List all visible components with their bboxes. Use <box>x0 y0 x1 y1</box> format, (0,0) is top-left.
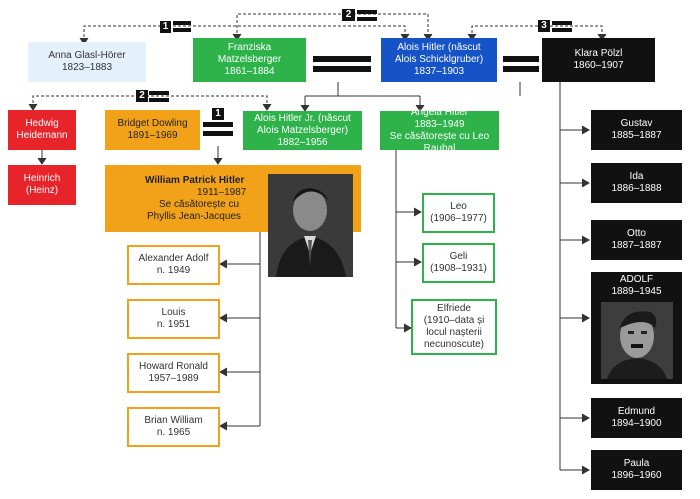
marriage-number-3: 3 <box>538 20 550 32</box>
person-gustav: Gustav 1885–1887 <box>591 110 682 150</box>
person-years: 1823–1883 <box>61 62 113 73</box>
person-name: Gustav <box>620 118 653 129</box>
person-years: 1860–1907 <box>573 60 624 71</box>
person-years: 1891–1969 <box>127 130 178 141</box>
person-name-line-2: Heidemann <box>16 130 68 141</box>
person-note-line-2: Phyllis Jean-Jacques <box>147 210 241 222</box>
person-name: Ida <box>629 171 644 182</box>
person-years: 1889–1945 <box>611 286 662 297</box>
person-years: 1861–1884 <box>224 66 275 77</box>
person-name: Anna Glasl-Hörer <box>48 50 126 61</box>
person-franziska-matzelsberger: Franziska Matzelsberger 1861–1884 <box>193 38 306 82</box>
person-name-line-2: (Heinz) <box>25 185 59 196</box>
person-note-line-1: Se căsătorește cu <box>159 198 240 210</box>
person-edmund: Edmund 1894–1900 <box>591 398 682 438</box>
person-name: Elfriede <box>437 303 471 314</box>
person-anna-glasl-horer: Anna Glasl-Hörer 1823–1883 <box>28 42 146 82</box>
person-note-line-3: necunoscute) <box>423 339 485 350</box>
person-elfriede: Elfriede (1910–data și locul nașterii ne… <box>411 299 497 355</box>
person-louis: Louis n. 1951 <box>127 299 220 339</box>
person-note-line-2: locul nașterii <box>426 327 482 338</box>
william-patrick-hitler-photo <box>268 174 353 277</box>
person-name: William Patrick Hitler <box>145 174 245 186</box>
person-name: Leo <box>450 201 467 212</box>
adolf-photo <box>601 302 673 379</box>
person-name: ADOLF <box>619 274 654 285</box>
person-ida: Ida 1886–1888 <box>591 163 682 203</box>
person-years: 1896–1960 <box>611 470 662 481</box>
person-years: 1894–1900 <box>611 418 662 429</box>
person-years: 1882–1956 <box>277 136 328 148</box>
person-name: Otto <box>627 228 646 239</box>
person-geli: Geli (1908–1931) <box>422 243 495 283</box>
person-name: Brian William <box>144 415 203 426</box>
person-paula: Paula 1896–1960 <box>591 450 682 490</box>
person-name-line-1: Alois Hitler Jr. (născut <box>254 112 351 124</box>
person-years: n. 1949 <box>156 265 191 276</box>
person-name: Paula <box>623 458 650 469</box>
person-name-line-2: Alois Schicklgruber) <box>394 54 484 65</box>
person-howard-ronald: Howard Ronald 1957–1989 <box>127 353 220 393</box>
person-years: n. 1951 <box>156 319 191 330</box>
person-name: Klara Pölzl <box>574 48 623 59</box>
marriage-number-2: 2 <box>342 9 355 21</box>
person-name-line-1: Hedwig <box>25 118 59 129</box>
person-heinrich-heinz: Heinrich (Heinz) <box>8 165 76 205</box>
marriage-number-1: 1 <box>160 21 171 33</box>
person-note-line-1: Se căsătorește cu Leo <box>389 130 490 142</box>
person-name: Alexander Adolf <box>138 253 209 264</box>
person-years: (1906–1977) <box>430 213 487 224</box>
person-years: 1886–1888 <box>611 183 662 194</box>
person-years: (1908–1931) <box>430 263 487 274</box>
person-angela-hitler: Angela Hitler 1883–1949 Se căsătorește c… <box>380 107 499 154</box>
person-name-line-1: Alois Hitler (născut <box>397 42 481 53</box>
person-name: Angela Hitler <box>410 106 469 118</box>
person-years: 1887–1887 <box>611 240 662 251</box>
person-name-line-2: Alois Matzelsberger) <box>256 124 349 136</box>
person-alois-hitler: Alois Hitler (născut Alois Schicklgruber… <box>381 38 497 82</box>
person-name-line-2: Matzelsberger <box>217 54 282 65</box>
person-klara-polzl: Klara Pölzl 1860–1907 <box>542 38 655 82</box>
person-alois-hitler-jr: Alois Hitler Jr. (născut Alois Matzelsbe… <box>243 111 362 150</box>
person-years: 1837–1903 <box>413 66 465 77</box>
person-name: Howard Ronald <box>139 361 208 372</box>
person-years: 1885–1887 <box>611 130 662 141</box>
person-years: n. 1965 <box>156 427 191 438</box>
person-alexander-adolf: Alexander Adolf n. 1949 <box>127 245 220 285</box>
person-years: 1883–1949 <box>414 118 465 130</box>
person-brian-william: Brian William n. 1965 <box>127 407 220 447</box>
person-name: Edmund <box>617 406 656 417</box>
person-bridget-dowling: Bridget Dowling 1891–1969 <box>105 110 200 150</box>
person-note-line-1: (1910–data și <box>423 315 485 326</box>
person-name: Geli <box>449 251 468 262</box>
person-years: 1911–1987 <box>197 186 247 198</box>
marriage-number-alois-jr-1: 1 <box>212 108 224 120</box>
person-otto: Otto 1887–1887 <box>591 220 682 260</box>
person-name-line-1: Heinrich <box>23 173 61 184</box>
person-note-line-2: Raubal <box>423 142 456 154</box>
person-leo: Leo (1906–1977) <box>422 193 495 233</box>
marriage-number-alois-jr-2: 2 <box>136 90 148 102</box>
person-years: 1957–1989 <box>148 373 199 384</box>
person-name-line-1: Franziska <box>227 42 272 53</box>
person-hedwig-heidemann: Hedwig Heidemann <box>8 110 76 150</box>
person-name: Louis <box>161 307 186 318</box>
person-name: Bridget Dowling <box>117 118 188 129</box>
